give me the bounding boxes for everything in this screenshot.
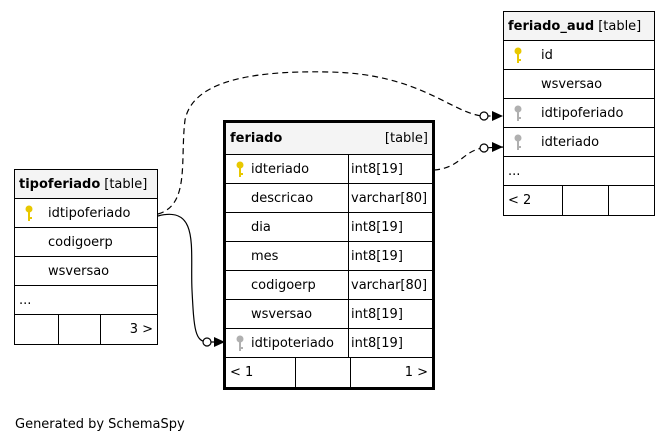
column-type: varchar[80] <box>351 277 428 293</box>
column-name-cell: wsversao <box>226 300 349 328</box>
table-footer: < 2 <box>504 186 654 215</box>
table-tipoferiado[interactable]: tipoferiado [table] idtipoferiado codigo… <box>14 169 158 345</box>
column-name: id <box>541 47 553 63</box>
children-count[interactable]: 3 > <box>129 322 153 337</box>
table-kind: [table] <box>384 131 428 146</box>
more-columns: ... <box>504 157 654 186</box>
column-type: int8[19] <box>351 248 403 264</box>
column-row[interactable]: wsversao int8[19] <box>226 300 432 329</box>
table-header: feriado_aud [table] <box>504 12 654 41</box>
relation-tipoferiado-feriado <box>157 213 226 343</box>
column-name: descricao <box>251 190 314 206</box>
column-row[interactable]: dia int8[19] <box>226 213 432 242</box>
primary-key-icon <box>236 161 244 177</box>
column-type: int8[19] <box>351 161 403 177</box>
column-type: int8[19] <box>351 219 403 235</box>
relation-arrowhead <box>492 142 503 152</box>
table-name: tipoferiado <box>19 176 101 192</box>
column-row[interactable]: idteriado int8[19] <box>226 155 432 184</box>
children-count[interactable]: 1 > <box>404 365 428 380</box>
column-name: idtipoteriado <box>251 335 335 351</box>
relation-arrowhead <box>214 337 225 347</box>
table-feriado-aud[interactable]: feriado_aud [table] id wsversao idtipofe… <box>503 11 655 216</box>
column-row[interactable]: idteriado <box>504 128 654 157</box>
table-footer: 3 > <box>15 315 157 344</box>
column-name: idteriado <box>541 134 600 150</box>
column-name: idtipoferiado <box>48 205 131 221</box>
column-name-cell: mes <box>226 242 349 270</box>
column-row[interactable]: wsversao <box>504 70 654 99</box>
primary-key-icon <box>25 205 33 221</box>
table-name: feriado <box>230 131 283 146</box>
column-name: codigoerp <box>48 234 113 250</box>
column-row[interactable]: idtipoferiado <box>15 199 157 228</box>
parents-count[interactable]: < 2 <box>504 186 563 215</box>
relation-end-circle <box>479 111 489 121</box>
column-name-cell: idtipoteriado <box>226 329 349 357</box>
footer-cell <box>59 315 101 344</box>
column-name: wsversao <box>48 263 110 279</box>
column-type: varchar[80] <box>351 190 428 206</box>
column-row[interactable]: codigoerp varchar[80] <box>226 271 432 300</box>
table-header: feriado [table] <box>226 123 432 155</box>
relation-tipoferiado-feriado-aud <box>157 71 504 215</box>
foreign-key-icon <box>514 105 522 121</box>
column-row[interactable]: wsversao <box>15 257 157 286</box>
primary-key-icon <box>514 47 522 63</box>
footer-cell <box>15 315 59 344</box>
column-name: wsversao <box>251 306 313 322</box>
column-row[interactable]: descricao varchar[80] <box>226 184 432 213</box>
foreign-key-icon <box>514 134 522 150</box>
column-name: codigoerp <box>251 277 316 293</box>
column-name: wsversao <box>541 76 603 92</box>
column-row[interactable]: mes int8[19] <box>226 242 432 271</box>
table-footer: < 1 1 > <box>226 358 432 387</box>
column-name: idtipoferiado <box>541 105 624 121</box>
column-name-cell: dia <box>226 213 349 241</box>
relation-arrowhead <box>492 111 503 121</box>
column-name-cell: idteriado <box>226 155 349 183</box>
table-header: tipoferiado [table] <box>15 170 157 199</box>
table-kind: [table] <box>104 176 148 192</box>
table-name: feriado_aud <box>508 18 595 34</box>
footer-cell <box>296 358 351 387</box>
table-kind: [table] <box>598 18 642 34</box>
column-name: dia <box>251 219 271 235</box>
footer-cell <box>563 186 609 215</box>
generated-by-caption: Generated by SchemaSpy <box>15 417 185 432</box>
column-name-cell: descricao <box>226 184 349 212</box>
column-row[interactable]: id <box>504 41 654 70</box>
footer-cell <box>609 186 654 215</box>
column-row[interactable]: codigoerp <box>15 228 157 257</box>
column-type: int8[19] <box>351 335 403 351</box>
column-name-cell: codigoerp <box>226 271 349 299</box>
column-row[interactable]: idtipoteriado int8[19] <box>226 329 432 358</box>
relation-end-circle <box>202 337 212 347</box>
column-name: mes <box>251 248 279 264</box>
more-columns: ... <box>15 286 157 315</box>
relation-end-circle <box>479 143 489 153</box>
column-name: idteriado <box>251 161 310 177</box>
table-feriado[interactable]: feriado [table] idteriado int8[19] descr… <box>223 120 435 390</box>
foreign-key-icon <box>236 335 244 351</box>
column-type: int8[19] <box>351 306 403 322</box>
parents-count[interactable]: < 1 <box>226 358 296 387</box>
column-row[interactable]: idtipoferiado <box>504 99 654 128</box>
